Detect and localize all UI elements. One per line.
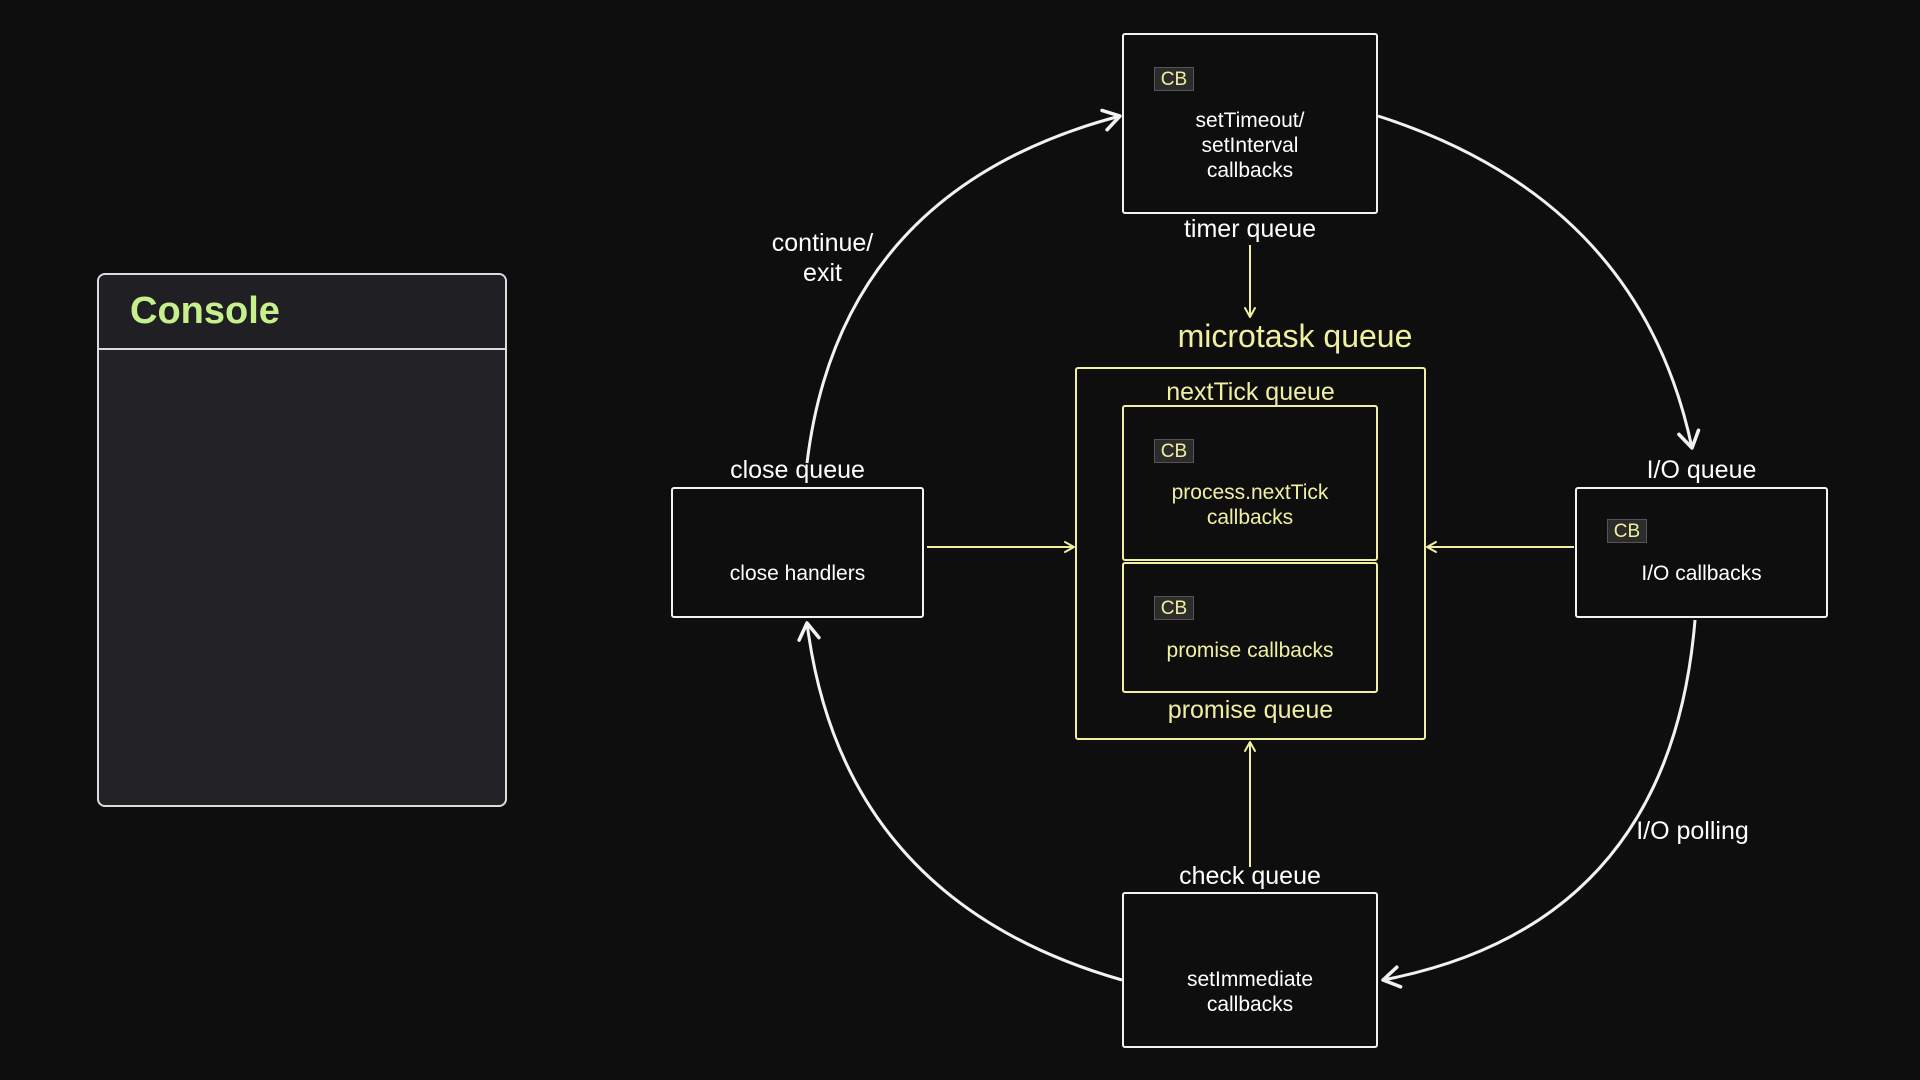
promise-queue-box: CB promise callbacks bbox=[1122, 562, 1378, 693]
io-callbacks-text: I/O callbacks bbox=[1577, 561, 1826, 586]
timer-line-1: setTimeout/ bbox=[1195, 109, 1305, 132]
timer-queue-box: CB setTimeout/ setInterval callbacks bbox=[1122, 33, 1378, 214]
check-queue-label: check queue bbox=[1179, 862, 1321, 890]
check-queue-box: setImmediate callbacks bbox=[1122, 892, 1378, 1048]
setimmediate-callbacks-text: setImmediate callbacks bbox=[1124, 967, 1376, 1017]
nexttick-cb-badge: CB bbox=[1154, 439, 1194, 463]
promise-callbacks-text: promise callbacks bbox=[1124, 638, 1376, 663]
arrow-check-to-close bbox=[797, 621, 1123, 982]
io-queue-box: CB I/O callbacks bbox=[1575, 487, 1828, 618]
promise-line-1: promise callbacks bbox=[1166, 639, 1334, 662]
io-queue-label: I/O queue bbox=[1646, 456, 1757, 484]
console-title: Console bbox=[130, 290, 280, 332]
arrow-close-to-timer bbox=[805, 108, 1122, 464]
nexttick-line-1: process.nextTick bbox=[1171, 481, 1329, 504]
nexttick-queue-label: nextTick queue bbox=[1166, 378, 1335, 406]
nexttick-callbacks-text: process.nextTick callbacks bbox=[1124, 480, 1376, 530]
arrow-timer-to-io bbox=[1377, 114, 1701, 450]
timer-line-2: setInterval bbox=[1201, 134, 1299, 157]
console-panel: Console bbox=[97, 273, 507, 807]
arrow-io-to-check bbox=[1381, 619, 1697, 989]
nexttick-queue-box: CB process.nextTick callbacks bbox=[1122, 405, 1378, 561]
timer-queue-label: timer queue bbox=[1183, 215, 1317, 243]
io-cb-badge: CB bbox=[1607, 519, 1647, 543]
promise-queue-label: promise queue bbox=[1167, 696, 1334, 724]
close-line-1: close handlers bbox=[729, 562, 866, 585]
check-line-1: setImmediate bbox=[1186, 968, 1314, 991]
close-queue-box: close handlers bbox=[671, 487, 924, 618]
timer-line-3: callbacks bbox=[1206, 159, 1294, 182]
continue-exit-label: continue/ exit bbox=[740, 228, 905, 288]
console-header: Console bbox=[99, 275, 505, 350]
promise-cb-badge: CB bbox=[1154, 596, 1194, 620]
io-polling-label: I/O polling bbox=[1636, 817, 1749, 845]
close-handlers-text: close handlers bbox=[673, 561, 922, 586]
timer-cb-badge: CB bbox=[1154, 67, 1194, 91]
io-line-1: I/O callbacks bbox=[1641, 562, 1762, 585]
exit-label-line: exit bbox=[803, 259, 842, 287]
microtask-queue-title: microtask queue bbox=[1177, 318, 1413, 354]
continue-label-line: continue/ bbox=[771, 229, 874, 257]
timer-callbacks-text: setTimeout/ setInterval callbacks bbox=[1124, 108, 1376, 183]
check-line-2: callbacks bbox=[1206, 993, 1294, 1016]
close-queue-label: close queue bbox=[730, 456, 865, 484]
nexttick-line-2: callbacks bbox=[1206, 506, 1294, 529]
